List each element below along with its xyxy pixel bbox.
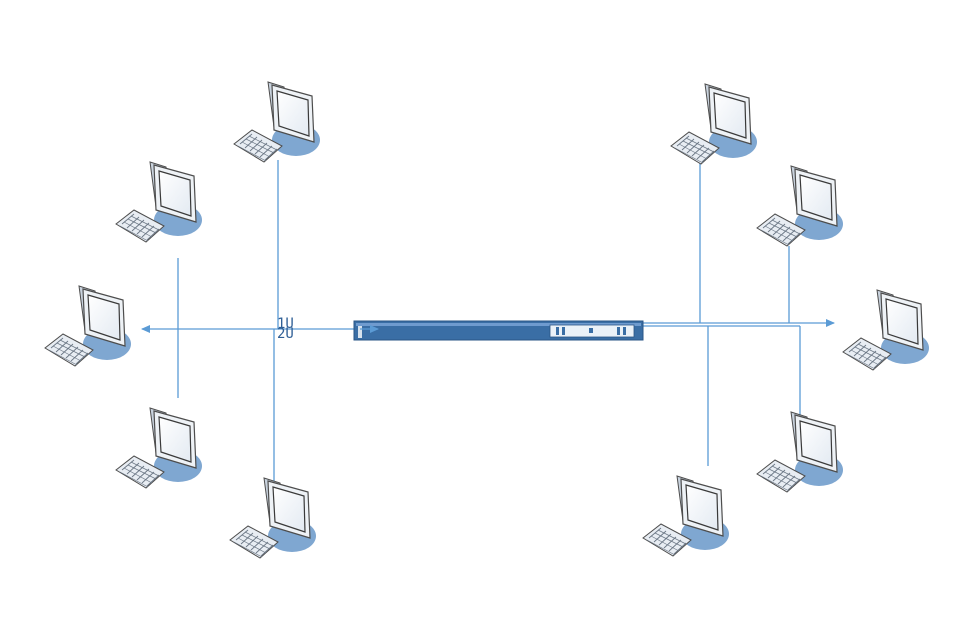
workstation-right-top-icon bbox=[670, 83, 758, 165]
workstation-left-middle-icon bbox=[44, 285, 132, 367]
workstation-right-lower-icon bbox=[756, 411, 844, 493]
rack-server bbox=[353, 320, 644, 341]
workstation-right-bottom-icon bbox=[642, 475, 730, 557]
connection-lines bbox=[141, 160, 835, 498]
workstation-right-middle-icon bbox=[842, 289, 930, 371]
workstation-left-lower-icon bbox=[115, 407, 203, 489]
workstation-right-upper-icon bbox=[756, 165, 844, 247]
workstation-left-top-icon bbox=[233, 81, 321, 163]
workstation-left-upper-icon bbox=[115, 161, 203, 243]
workstation-left-bottom-icon bbox=[229, 477, 317, 559]
server-label-1u: 1U bbox=[277, 316, 294, 332]
server-label-2u: 2U bbox=[277, 326, 294, 342]
